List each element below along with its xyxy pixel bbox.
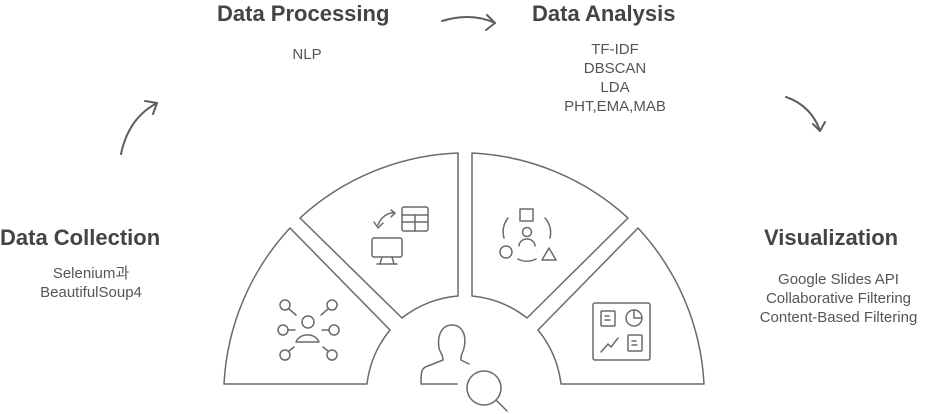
stage-item: PHT,EMA,MAB [564,98,666,115]
dashboard-icon [592,302,651,361]
stage-item: DBSCAN [583,60,647,77]
stage-items-visualization: Google Slides API Collaborative Filterin… [740,270,937,327]
stage-title-collection: Data Collection [0,225,161,250]
stage-item: Content-Based Filtering [759,309,918,326]
stage-title-processing: Data Processing [217,1,390,26]
network-user-icon [277,299,340,361]
stage-item: LDA [600,79,630,96]
data-transform-icon [371,206,429,265]
sector-data-processing [299,152,459,319]
stage-title-visualization: Visualization [764,225,899,250]
user-search-icon [420,324,508,412]
arrow-analysis-to-visualization [785,96,826,132]
arrow-collection-to-processing [120,100,158,155]
stage-items-analysis: TF-IDF DBSCAN LDA PHT,EMA,MAB [532,40,698,116]
stage-item: Collaborative Filtering [765,290,912,307]
cluster-analysis-icon [499,208,557,262]
sector-data-collection [223,227,391,385]
stage-item: BeautifulSoup4 [40,284,142,301]
stage-title-analysis: Data Analysis [532,1,676,26]
arrow-processing-to-analysis [441,14,496,31]
stage-item: TF-IDF [591,41,639,58]
stage-items-collection: Selenium과 BeautifulSoup4 [0,264,182,302]
sector-visualization [537,227,705,385]
stage-items-processing: NLP [217,45,397,64]
stage-item: Google Slides API [778,271,899,288]
stage-item: NLP [292,46,322,63]
stage-item: Selenium과 [52,265,130,282]
